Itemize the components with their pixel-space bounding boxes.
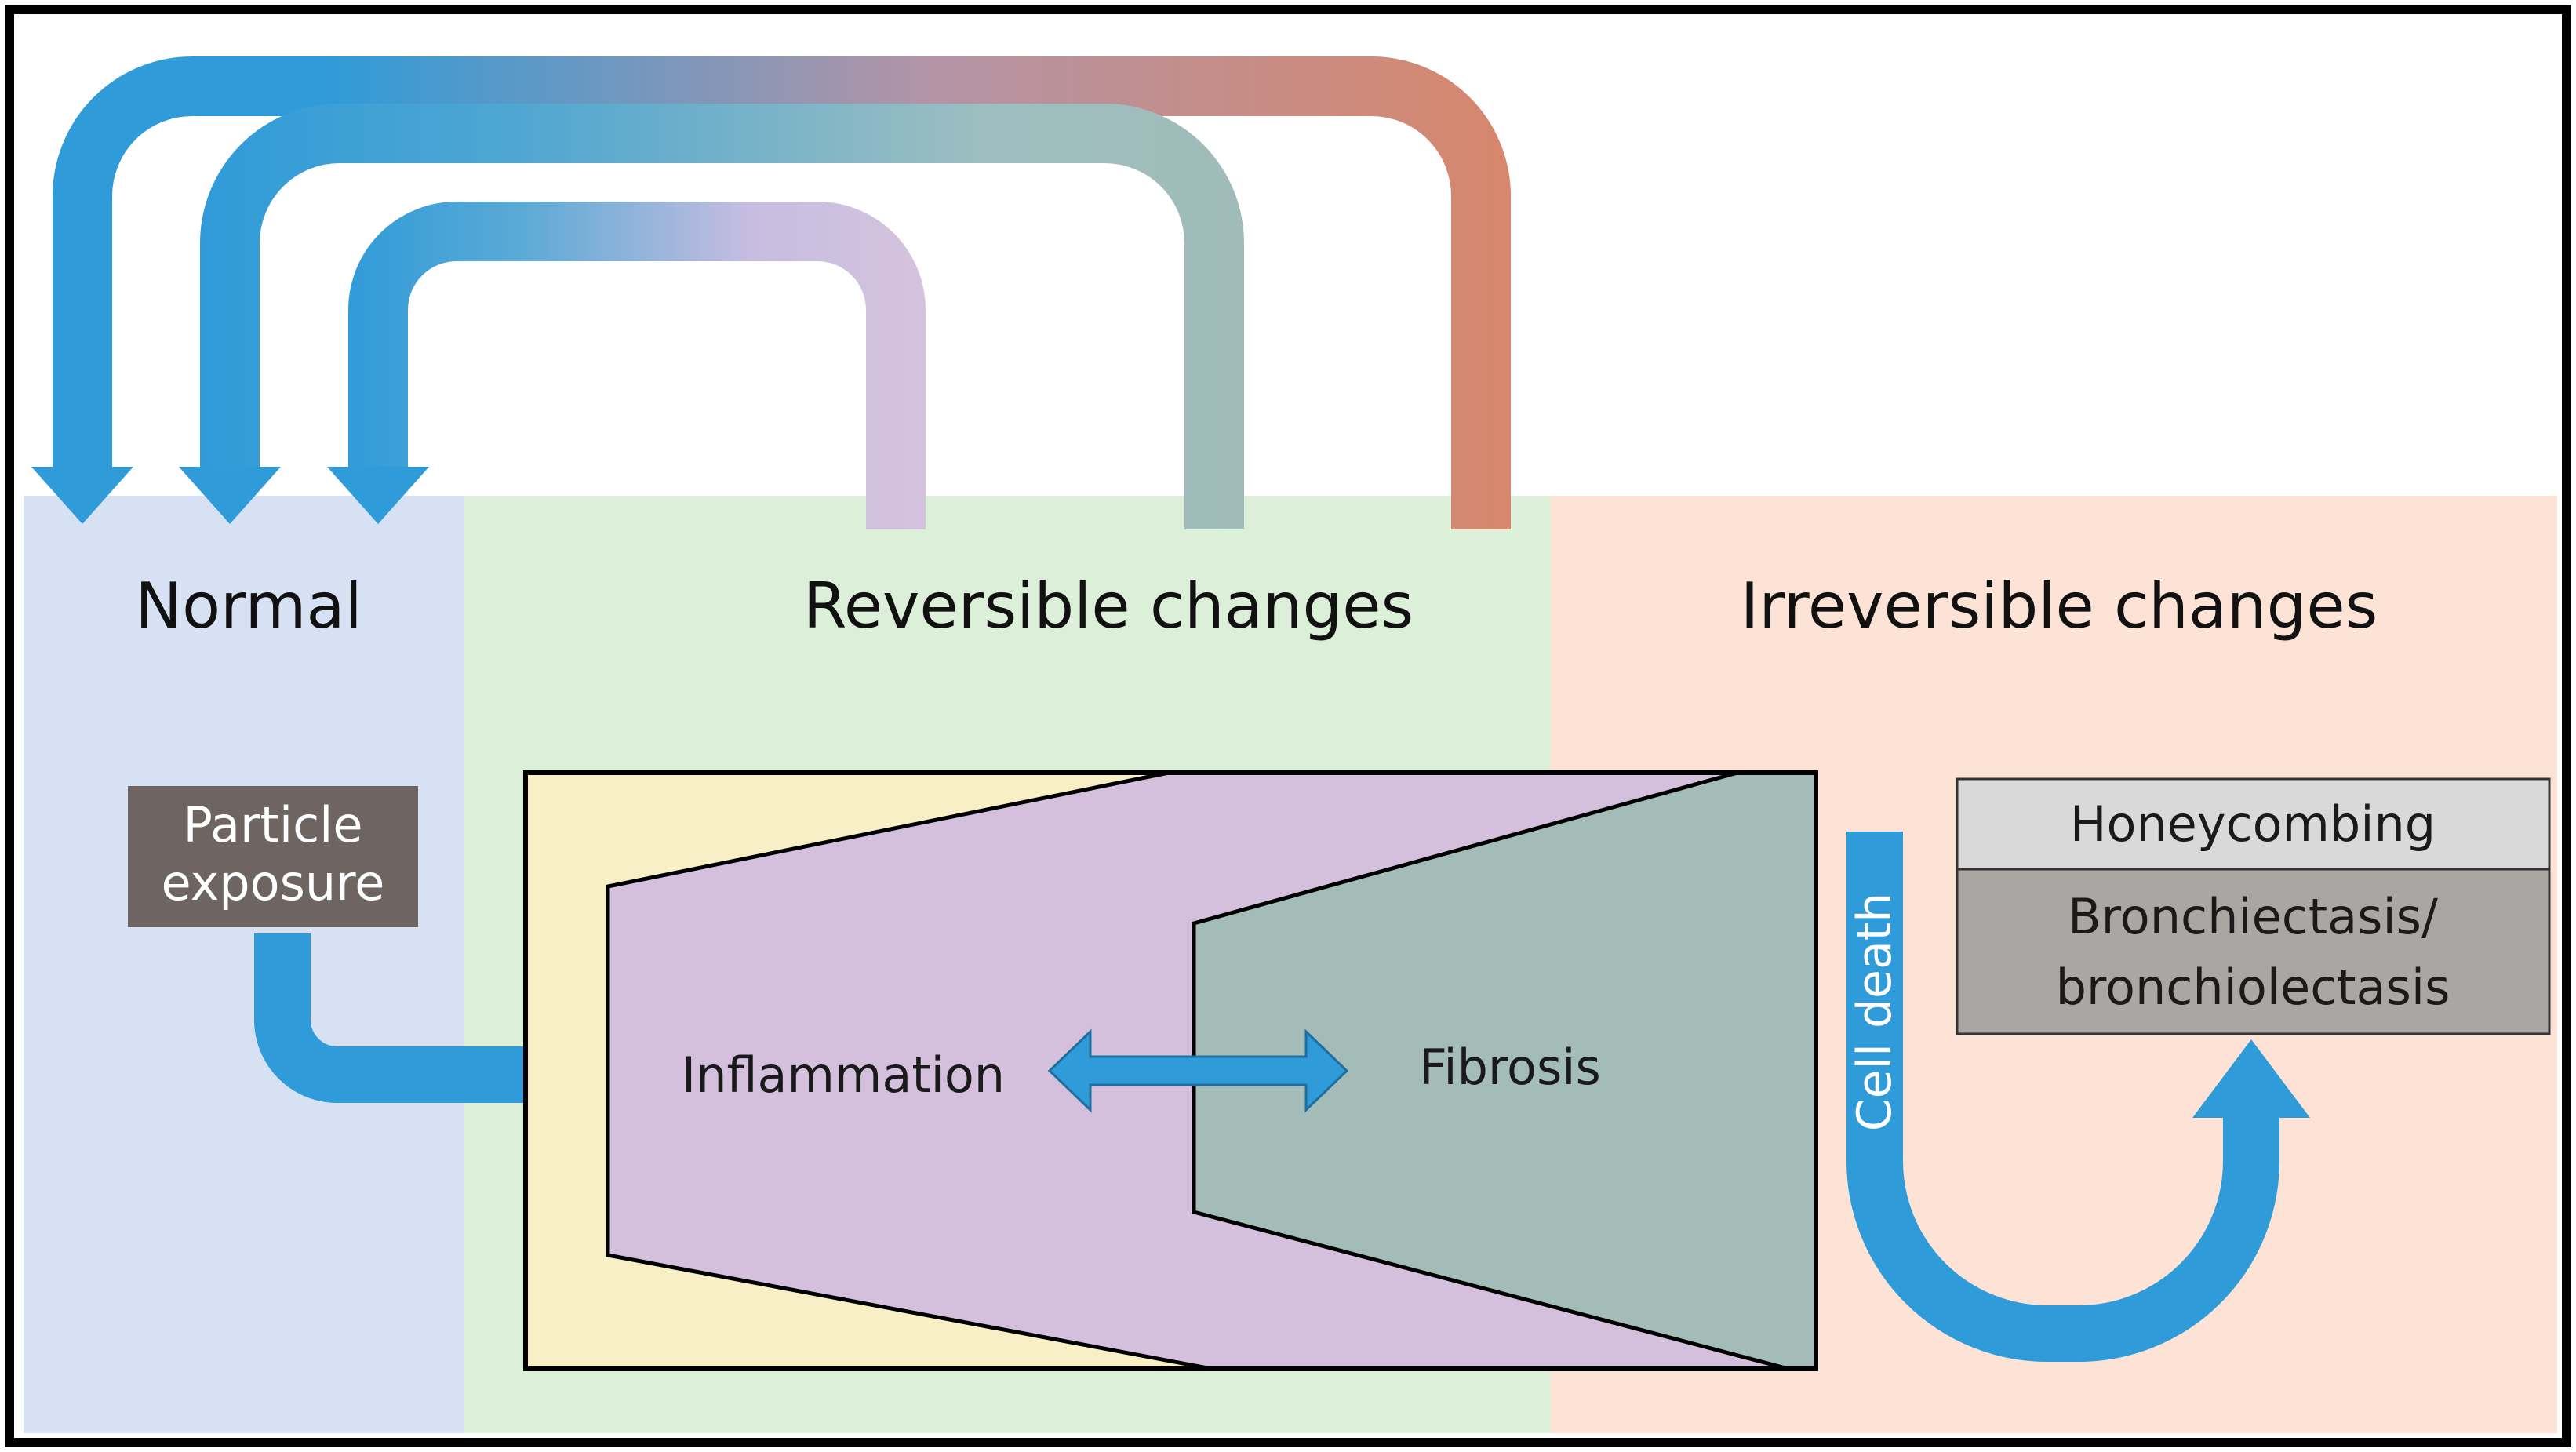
particle-exposure-label-line2: exposure bbox=[162, 854, 385, 912]
reversible-changes-label: Reversible changes bbox=[803, 570, 1414, 642]
return-arrow-irreversible bbox=[31, 56, 1511, 529]
inflammation-label: Inflammation bbox=[682, 1046, 1005, 1104]
cell-death-label: Cell death bbox=[1847, 893, 1902, 1132]
return-arrowhead-icon bbox=[179, 467, 281, 524]
return-arrow-inflammation bbox=[327, 202, 926, 529]
bronchiectasis-label-line2: bronchiolectasis bbox=[2056, 959, 2450, 1016]
bronchiectasis-box bbox=[1956, 868, 2551, 1035]
u-turn-arrow-icon bbox=[1846, 832, 2310, 1362]
normal-label: Normal bbox=[135, 570, 362, 642]
normal-zone bbox=[24, 496, 464, 1433]
double-headed-arrow-icon bbox=[1047, 1028, 1349, 1113]
fibrosis-label: Fibrosis bbox=[1419, 1039, 1601, 1096]
irreversible-changes-label: Irreversible changes bbox=[1741, 570, 2378, 642]
return-arrow-fibrosis bbox=[179, 104, 1244, 529]
particle-exposure-label-line1: Particle bbox=[183, 796, 362, 853]
honeycombing-label: Honeycombing bbox=[2070, 795, 2436, 853]
honeycombing-box bbox=[1956, 777, 2551, 871]
particle-exposure-box bbox=[128, 786, 418, 927]
process-box-border bbox=[523, 770, 1818, 1371]
return-arrowhead-icon bbox=[31, 467, 133, 524]
bronchiectasis-label-line1: Bronchiectasis/ bbox=[2068, 888, 2438, 945]
return-arrowhead-icon bbox=[327, 467, 429, 524]
